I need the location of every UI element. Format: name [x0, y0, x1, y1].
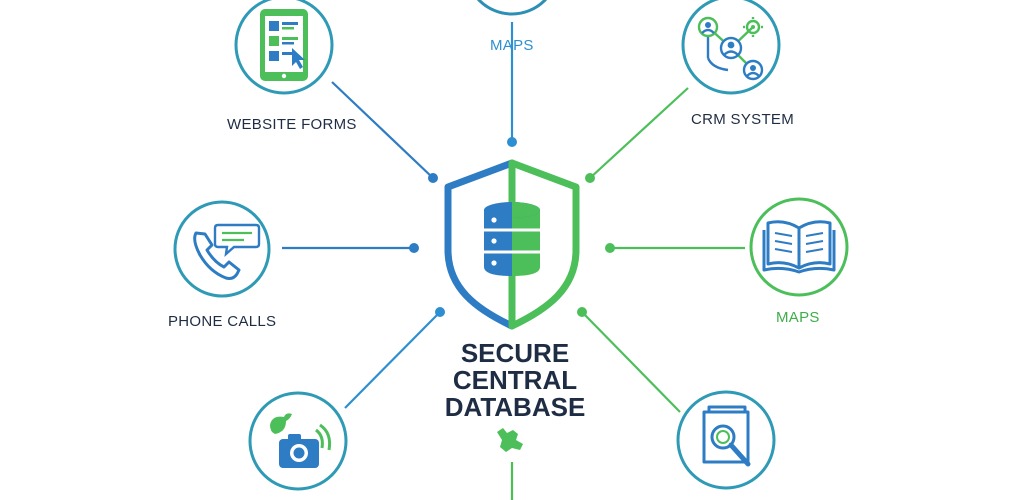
label-website-forms: WEBSITE FORMS: [227, 116, 357, 133]
open-book-icon: [762, 220, 836, 274]
connector-website-forms: [331, 81, 434, 179]
dot-top: [507, 137, 517, 147]
social-camera-icon: [270, 413, 332, 468]
node-crm-system: [681, 0, 781, 95]
label-maps-right: MAPS: [776, 309, 820, 326]
label-top-maps: MAPS: [490, 37, 534, 54]
tablet-form-icon: [260, 9, 308, 81]
hub-title-line-3: DATABASE: [444, 392, 586, 422]
dot-phone: [409, 243, 419, 253]
map-pin-region-icon: [497, 428, 523, 452]
label-crm-system: CRM SYSTEM: [691, 111, 795, 128]
dot-social: [435, 307, 445, 317]
connector-crm: [589, 87, 689, 179]
dot-research: [577, 307, 587, 317]
label-phone-calls: PHONE CALLS: [168, 313, 277, 330]
node-phone-calls: [173, 200, 271, 298]
node-maps-right: [749, 197, 849, 297]
node-social: [248, 391, 348, 491]
hub-title-line-1: SECURE: [460, 338, 570, 368]
book-search-icon: [702, 405, 751, 467]
connector-social: [344, 311, 441, 409]
connector-research: [581, 311, 681, 413]
node-top-maps: [476, 0, 548, 16]
connector-dots: [409, 137, 615, 317]
node-research: [676, 390, 776, 490]
shield-database-icon: [444, 159, 580, 330]
node-website-forms: [234, 0, 334, 95]
hub-title-line-2: CENTRAL: [452, 365, 578, 395]
dot-crm: [585, 173, 595, 183]
dot-maps-right: [605, 243, 615, 253]
people-network-icon: [697, 16, 764, 81]
phone-chat-icon: [193, 223, 261, 280]
hub-title: SECURE CENTRAL DATABASE: [420, 340, 610, 421]
dot-website-forms: [428, 173, 438, 183]
connectors: [282, 22, 745, 500]
